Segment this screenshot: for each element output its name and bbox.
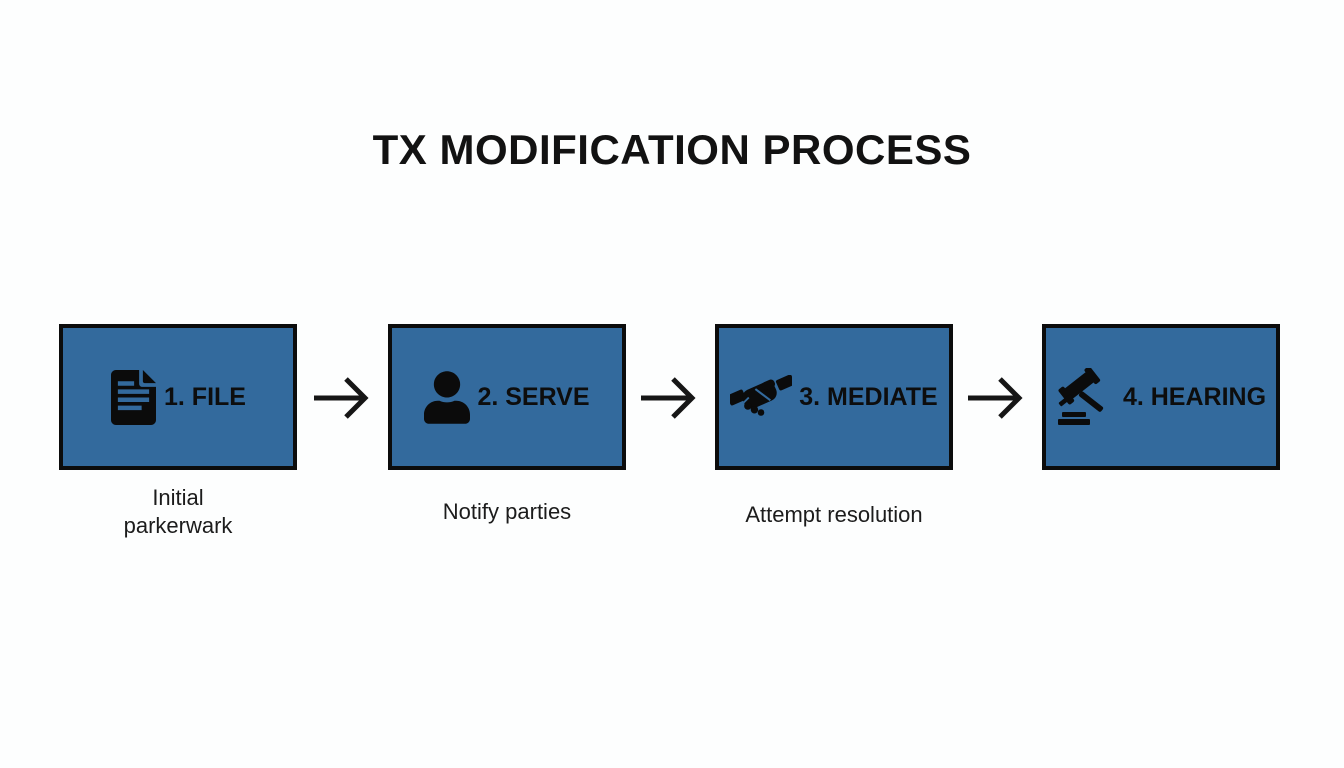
step-caption-serve: Notify parties [442, 499, 572, 524]
document-icon [110, 369, 157, 425]
step-box-file: 1. FILE [59, 324, 297, 470]
arrow-right-icon [641, 377, 696, 419]
step-box-hearing: 4. HEARING [1042, 324, 1280, 470]
step-label-file: 1. FILE [164, 382, 246, 411]
gavel-icon [1056, 368, 1116, 426]
page-title: TX MODIFICATION PROCESS [372, 126, 972, 173]
step-box-mediate: 3. MEDIATE [715, 324, 953, 470]
step-caption-file: Initial parkerwark [123, 485, 233, 538]
handshake-icon [730, 374, 793, 420]
step-label-hearing: 4. HEARING [1122, 382, 1267, 411]
step-box-serve: 2. SERVE [388, 324, 626, 470]
arrow-right-icon [314, 377, 369, 419]
arrow-right-icon [968, 377, 1023, 419]
person-icon [424, 370, 471, 424]
step-caption-mediate: Attempt resolution [745, 502, 923, 527]
step-label-mediate: 3. MEDIATE [799, 382, 938, 411]
step-label-serve: 2. SERVE [477, 382, 590, 411]
